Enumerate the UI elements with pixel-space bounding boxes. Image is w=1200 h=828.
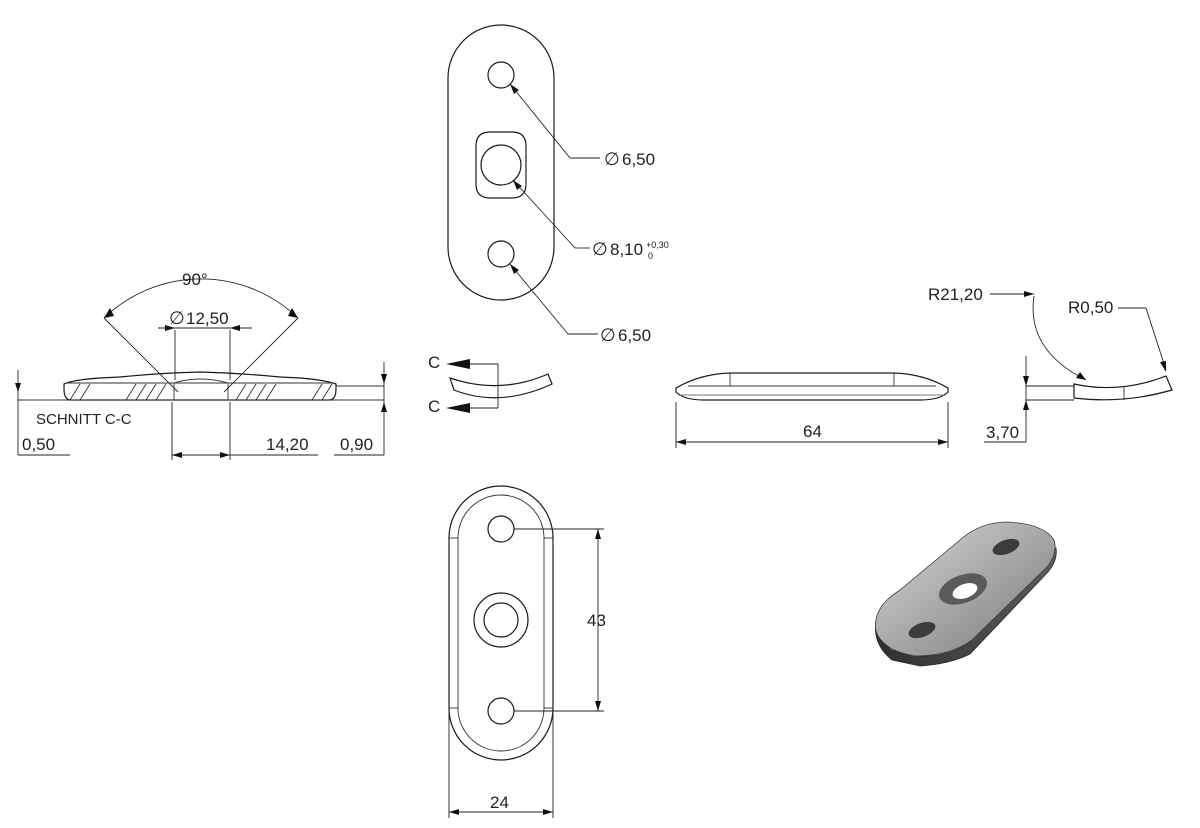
iso-hole-lower — [908, 621, 936, 639]
section-view-c-c: 90° ∅ 12,50 SCHNITT C-C 0,50 14,20 0,90 — [15, 270, 387, 460]
diameter-symbol: ∅ — [592, 239, 608, 260]
top-hole-upper — [487, 61, 515, 89]
iso-hole-upper — [992, 538, 1020, 556]
diameter-symbol: ∅ — [169, 308, 185, 329]
bottom-view: 43 24 — [448, 485, 606, 818]
section-label: SCHNITT C-C — [36, 411, 132, 428]
hole-center-tol-upper: +0,30 — [646, 240, 669, 250]
radius-large-arc — [1032, 295, 1087, 381]
diameter-symbol: ∅ — [604, 149, 620, 170]
end-view-outline — [1073, 375, 1173, 401]
section-marker: C C — [428, 353, 553, 416]
width-24-label: 24 — [490, 793, 509, 812]
length-64-label: 64 — [803, 422, 822, 441]
dim-0-50-label: 0,50 — [22, 435, 55, 454]
top-view: ∅ 6,50 ∅ 8,10 +0,30 0 ∅ 6,50 — [447, 24, 669, 346]
bottom-hole-upper — [487, 515, 515, 543]
radius-small-label: R0,50 — [1068, 298, 1113, 317]
section-bore — [173, 378, 229, 401]
bottom-view-inner — [457, 494, 545, 752]
dim-0-90-label: 0,90 — [340, 435, 373, 454]
thickness-label: 3,70 — [986, 423, 1019, 442]
section-hatching — [69, 383, 333, 401]
top-hole-lower — [487, 240, 515, 268]
diameter-symbol: ∅ — [600, 325, 616, 346]
section-marker-strip — [449, 373, 553, 399]
section-letter-bottom: C — [428, 397, 440, 416]
top-slot — [475, 131, 527, 199]
top-view-outline — [447, 24, 555, 301]
iso-hole-center — [952, 583, 978, 599]
bottom-view-outline — [448, 485, 554, 761]
isometric-view — [874, 521, 1057, 667]
angle-arc — [103, 278, 299, 319]
hole-bottom-label: 6,50 — [618, 326, 651, 345]
top-hole-center — [480, 144, 522, 186]
hole-top-label: 6,50 — [622, 150, 655, 169]
side-view-outline — [675, 372, 949, 401]
section-letter-top: C — [428, 353, 440, 372]
diameter-12-50-label: 12,50 — [186, 309, 229, 328]
angle-label: 90° — [182, 270, 208, 289]
radius-large-label: R21,20 — [928, 285, 983, 304]
bottom-hole-lower — [487, 697, 515, 725]
hole-center-label: 8,10 — [610, 240, 643, 259]
bottom-hole-center-outer — [473, 592, 529, 648]
hole-spacing-label: 43 — [587, 611, 606, 630]
section-outline — [63, 371, 337, 401]
end-view: R21,20 R0,50 3,70 — [928, 285, 1173, 443]
dim-14-20-label: 14,20 — [266, 435, 309, 454]
side-view: 64 — [675, 372, 949, 448]
bottom-hole-center-inner — [483, 602, 519, 638]
hole-center-tol-lower: 0 — [648, 251, 653, 261]
